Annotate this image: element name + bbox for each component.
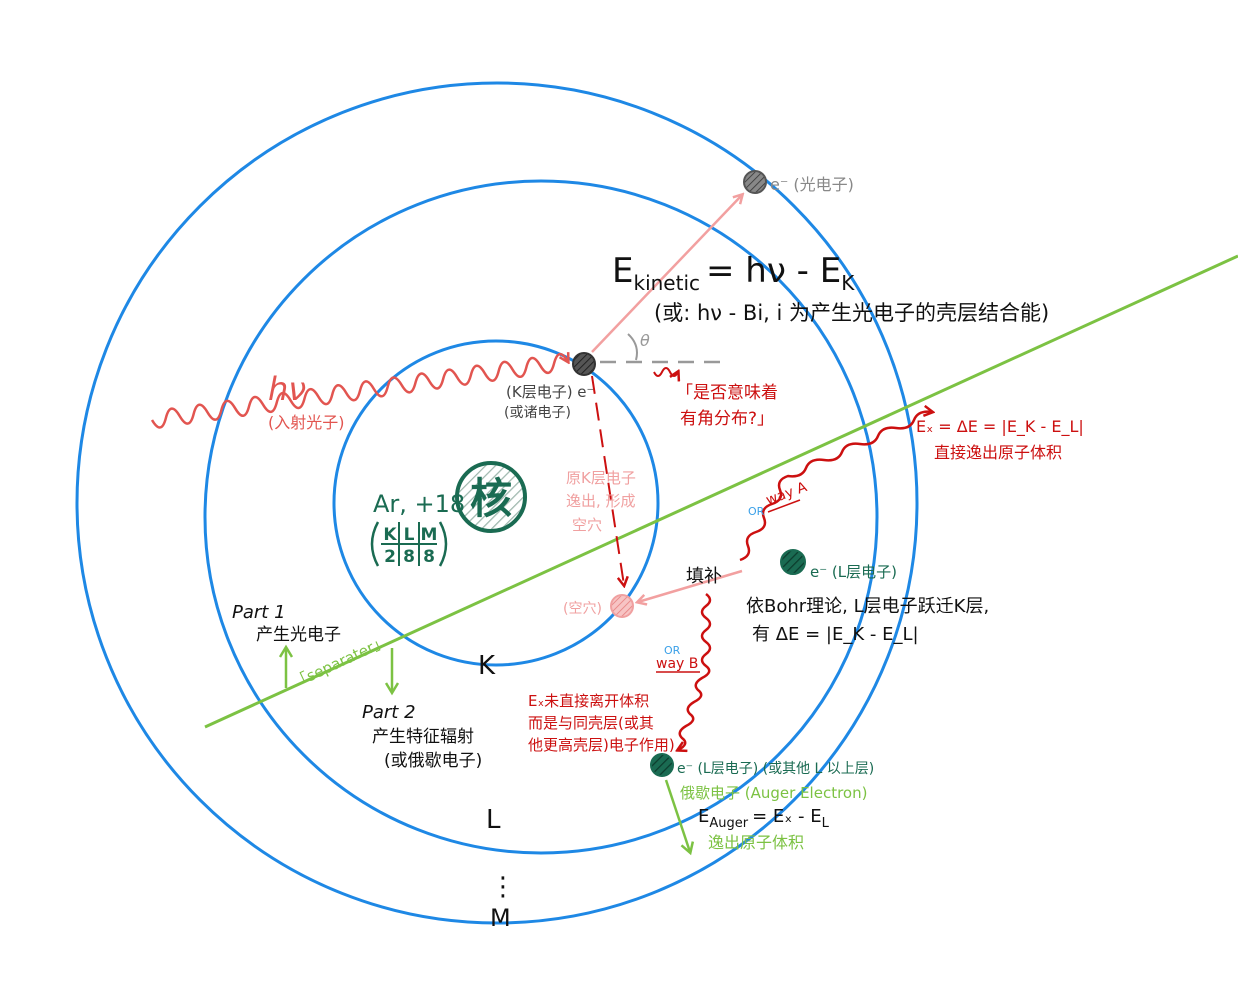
bohr-note-line1: 依Bohr理论, L层电子跃迁K层, xyxy=(746,596,989,617)
fill-arrow xyxy=(638,569,743,602)
vacancy-note-line1: 原K层电子 xyxy=(566,469,636,487)
angle-note-arrow xyxy=(653,367,678,376)
xray-wave-way-b xyxy=(678,593,712,750)
way-b-or-label: OR xyxy=(664,644,681,657)
way-b-note-line1: Eₓ未直接离开体积 xyxy=(528,692,649,710)
config-m-count: 8 xyxy=(423,547,435,567)
auger-name-label: 俄歇电子 (Auger Electron) xyxy=(680,784,867,802)
binding-energy-note: (或: hν - Bi, i 为产生光电子的壳层结合能) xyxy=(654,301,1049,325)
l-shell-label: L xyxy=(486,805,501,835)
way-a-or-label: OR xyxy=(748,505,765,518)
photoelectron xyxy=(743,170,767,194)
way-b-note-line3: 他更高壳层)电子作用) xyxy=(528,736,675,754)
part2-title: Part 2 xyxy=(362,702,416,723)
k-electron xyxy=(572,352,596,376)
nucleus-atom-label: Ar, +18 xyxy=(373,490,465,518)
vacancy-note-line2: 逸出, 形成 xyxy=(566,492,636,510)
vacancy-label: (空穴) xyxy=(563,601,602,617)
auger-electron-label: e⁻ (L层电子) (或其他 L 以上层) xyxy=(677,761,874,777)
separator-line xyxy=(204,254,1238,729)
angle-note-line2: 有角分布?」 xyxy=(680,409,774,429)
electron-shells xyxy=(75,81,919,925)
l-electron-label: e⁻ (L层电子) xyxy=(810,563,897,581)
k-shell-circle xyxy=(332,339,660,667)
m-shell-circle xyxy=(75,81,919,925)
photon-symbol: hν xyxy=(268,370,306,408)
part2-desc1: 产生特征辐射 xyxy=(372,727,474,747)
auger-electron xyxy=(650,753,674,777)
part1-title: Part 1 xyxy=(232,602,286,623)
l-shell-circle xyxy=(203,179,879,855)
k-electron-label: (K层电子) e⁻ xyxy=(506,383,594,401)
part2-desc2: (或俄歇电子) xyxy=(384,751,482,771)
way-a-escape: 直接逸出原子体积 xyxy=(934,443,1062,462)
auger-escape-arrow xyxy=(664,779,690,852)
vacancy-dashed-arrow xyxy=(591,375,624,585)
nucleus: 核 Ar, +18 K L M 2 8 8 xyxy=(370,461,527,567)
electron-config-table xyxy=(370,521,448,567)
nucleus-symbol: 核 xyxy=(470,474,512,523)
fill-label: 填补 xyxy=(686,566,722,587)
angle-note-line1: 「是否意味着 xyxy=(676,383,778,403)
auger-escape-label: 逸出原子体积 xyxy=(708,833,804,852)
nucleus-circle xyxy=(455,461,527,533)
m-shell-label: M xyxy=(490,904,511,932)
k-electron-label-alt: (或诸电子) xyxy=(504,405,571,421)
photon-caption: (入射光子) xyxy=(268,413,345,432)
config-l: L xyxy=(404,525,415,545)
config-k: K xyxy=(383,525,397,545)
vacancy-hole xyxy=(610,594,634,618)
l-electron xyxy=(780,549,806,575)
xray-wave-way-a xyxy=(739,412,932,562)
config-m: M xyxy=(421,525,438,545)
way-b-label: way B xyxy=(656,656,698,672)
photoelectron-label: e⁻ (光电子) xyxy=(770,175,854,194)
bohr-note-line2: 有 ΔE = |E_K - E_L| xyxy=(752,624,919,645)
theta-label: θ xyxy=(640,331,650,350)
photoelectron-arrow xyxy=(591,195,742,353)
part1-desc: 产生光电子 xyxy=(256,625,341,645)
auger-energy-equation: EAuger= Eₓ - EL xyxy=(698,806,830,831)
config-k-count: 2 xyxy=(384,547,396,567)
kinetic-energy-equation: Ekinetic= hν - EK xyxy=(612,251,855,295)
way-b-note-line2: 而是与同壳层(或其 xyxy=(528,714,654,732)
m-shell-dots: ⋮ xyxy=(490,872,516,902)
way-a-underline xyxy=(767,499,801,513)
theta-arc xyxy=(627,333,638,361)
incident-photon-wave xyxy=(150,353,569,429)
way-a-energy: Eₓ = ΔE = |E_K - E_L| xyxy=(916,417,1084,437)
vacancy-note-line3: 空穴 xyxy=(572,516,602,534)
config-l-count: 8 xyxy=(403,547,415,567)
k-shell-label: K xyxy=(478,651,496,681)
